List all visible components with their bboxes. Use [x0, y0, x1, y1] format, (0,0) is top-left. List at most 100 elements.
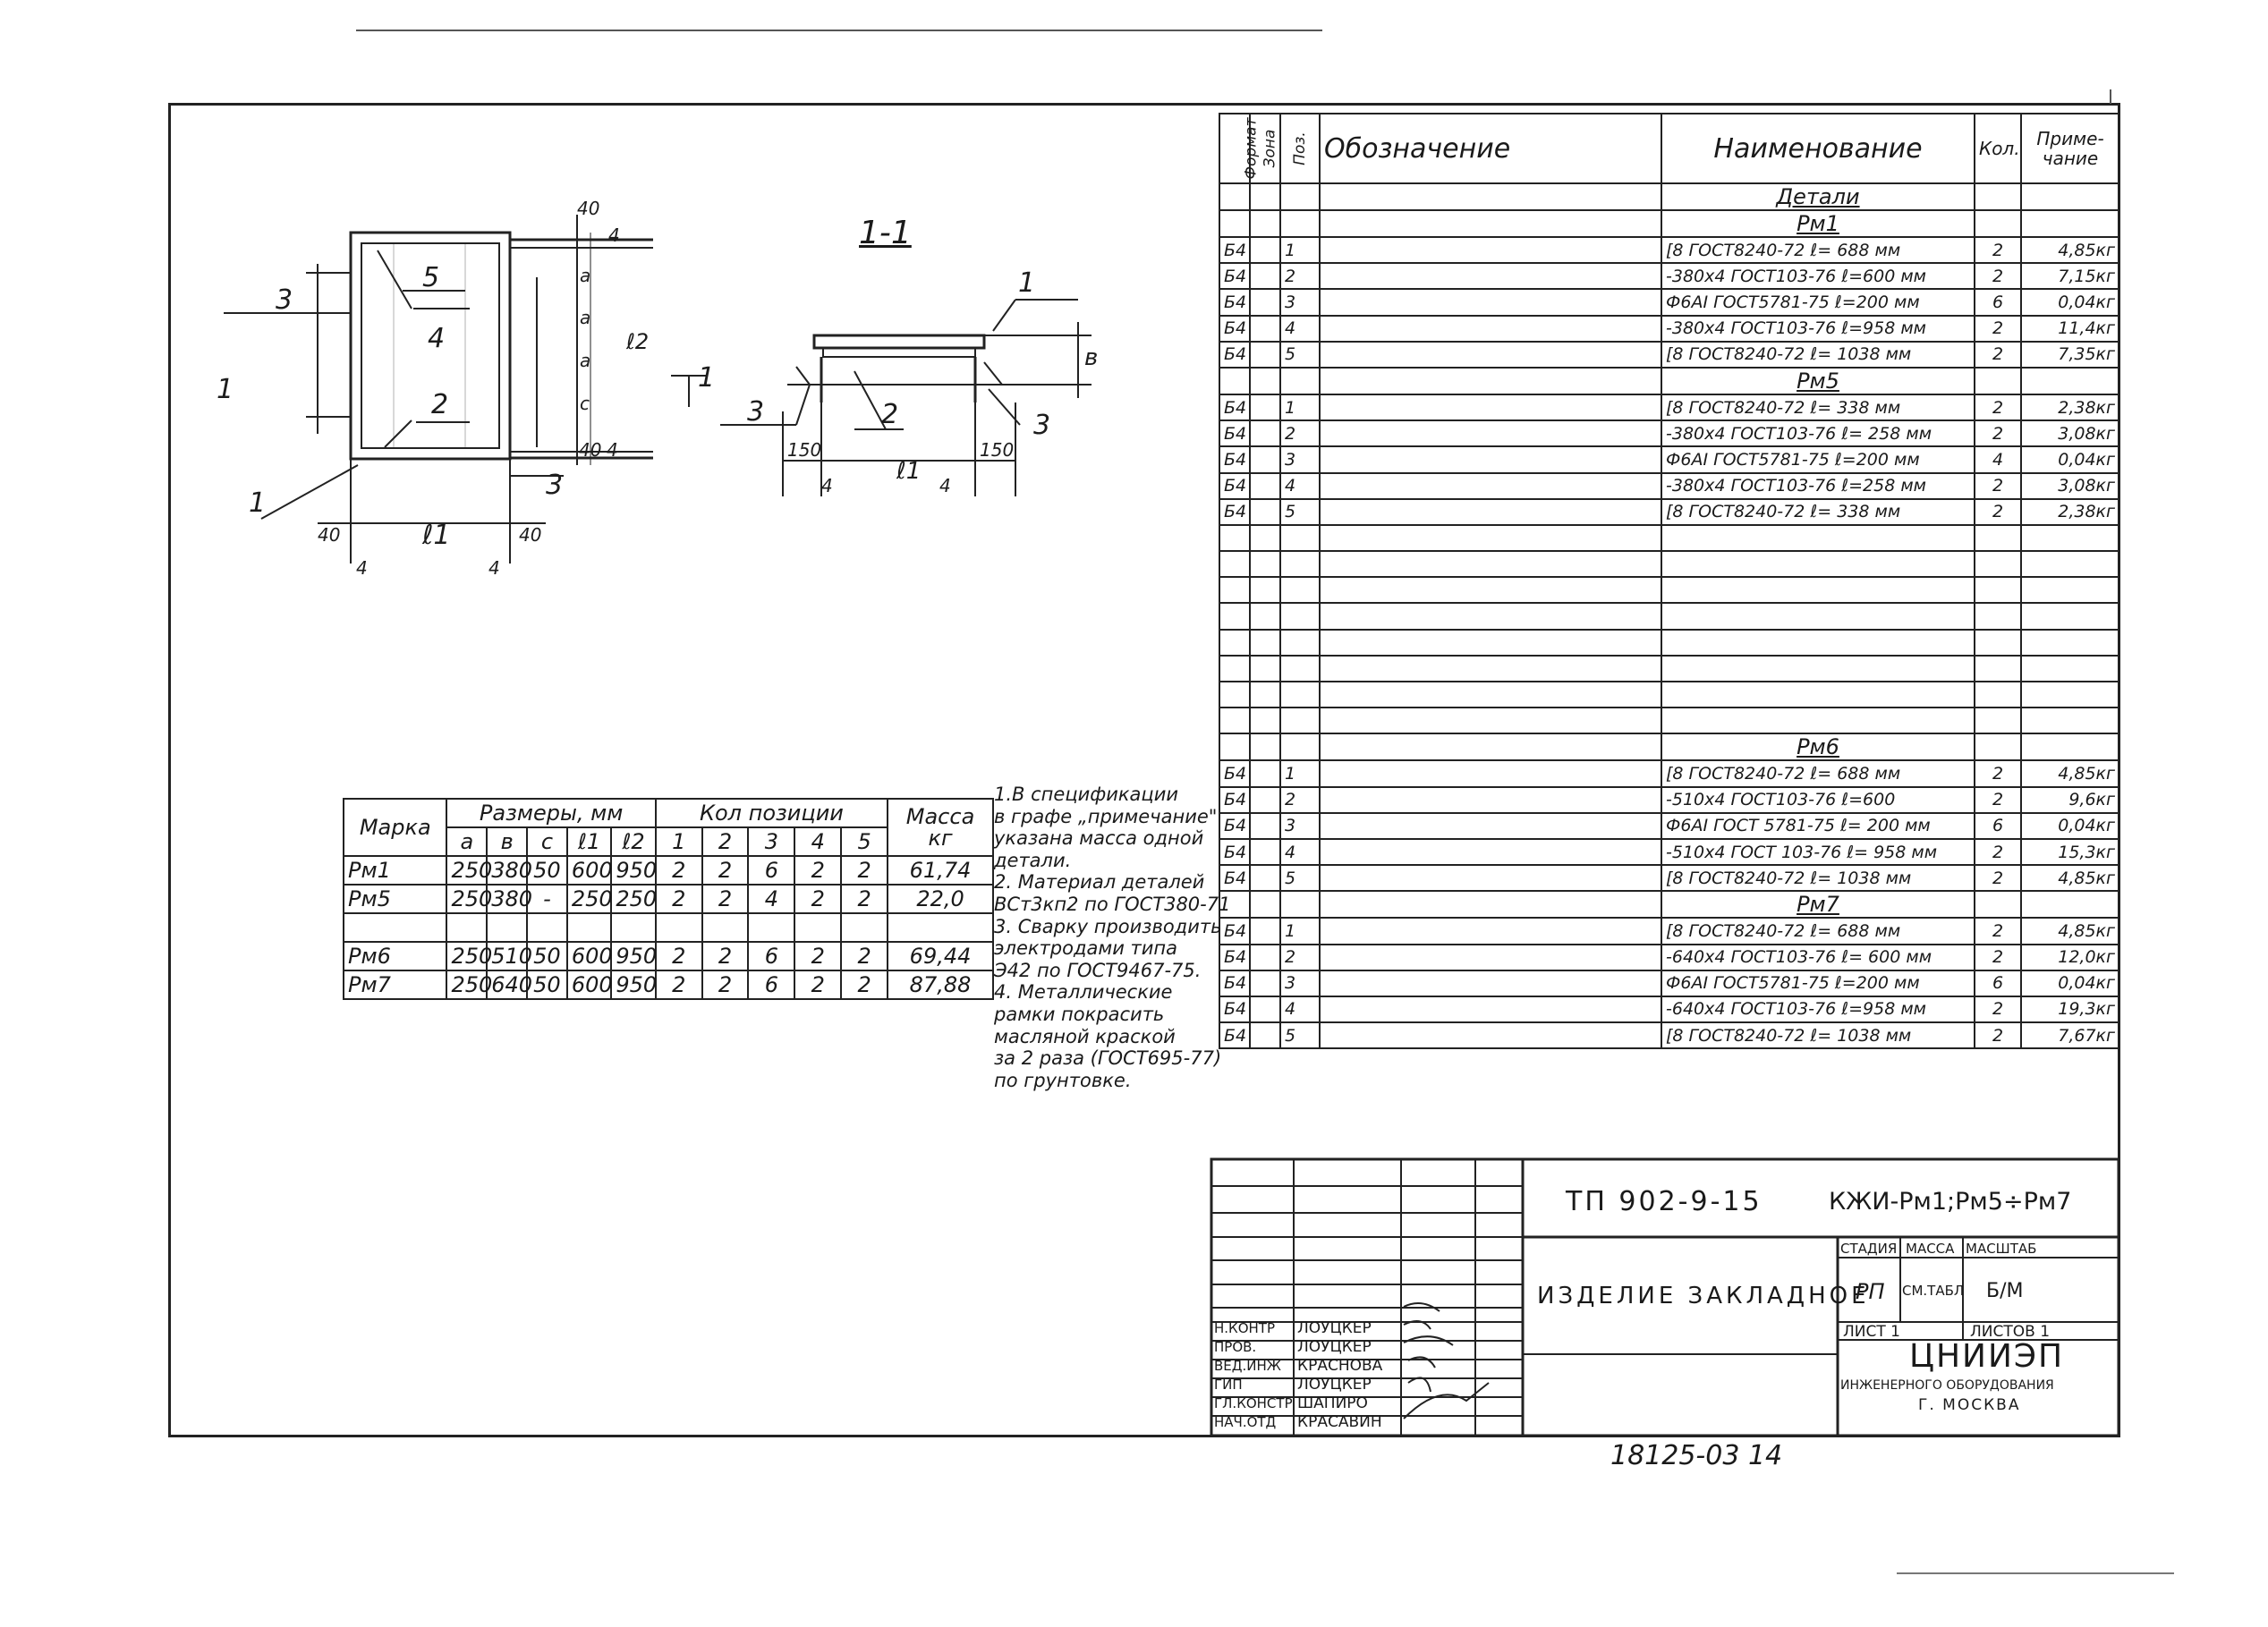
- frame-inner: [361, 242, 500, 449]
- spec-cell-name: [8 ГОСТ8240-72 ℓ= 688 мм: [1661, 759, 1975, 788]
- spec-cell-note: 4,85кг: [2020, 864, 2120, 893]
- spec-cell-qty: 2: [1974, 235, 2022, 265]
- marks-cell-p2: 2: [701, 884, 750, 914]
- spec-cell-name: [8 ГОСТ8240-72 ℓ= 1038 мм: [1661, 864, 1975, 893]
- org-city: Г. МОСКВА: [1918, 1396, 2021, 1414]
- spec-cell-zone: [1249, 497, 1281, 526]
- spec-cell-pos: 1: [1279, 917, 1321, 945]
- spec-cell-name: -380х4 ГОСТ103-76 ℓ= 258 мм: [1661, 419, 1975, 448]
- spec-cell-zone: [1249, 419, 1281, 448]
- signer-role: НАЧ.ОТД: [1214, 1414, 1277, 1430]
- spec-cell-pos: 3: [1279, 445, 1321, 474]
- spec-cell-pos: [1279, 680, 1321, 709]
- spec-cell-pos: 3: [1279, 288, 1321, 317]
- spec-cell-format: Б4: [1219, 864, 1251, 893]
- spec-cell-note: 19,3кг: [2020, 995, 2120, 1024]
- spec-h-note: Приме-чание: [2020, 113, 2120, 184]
- spec-cell-format: [1219, 707, 1251, 735]
- spec-cell-format: Б4: [1219, 314, 1251, 343]
- spec-cell-qty: 6: [1974, 288, 2022, 317]
- spec-cell-designation: [1319, 837, 1662, 867]
- spec-cell-note: [2020, 523, 2120, 553]
- marks-cell-p1: 2: [654, 855, 703, 886]
- spec-cell-designation: [1319, 995, 1662, 1024]
- marks-cell-mark: Рм6: [342, 941, 448, 971]
- spec-cell-name: [8 ГОСТ8240-72 ℓ= 1038 мм: [1661, 1021, 1975, 1050]
- spec-cell-pos: [1279, 182, 1321, 211]
- scale-value: Б/М: [1986, 1280, 2024, 1302]
- spec-row: [1219, 680, 2120, 709]
- marks-sub-p2: 2: [701, 826, 750, 857]
- sec-pos-3b: 3: [1033, 410, 1050, 441]
- spec-cell-designation: [1319, 759, 1662, 788]
- frame-outer: [349, 231, 512, 461]
- marks-cell-p4: 2: [794, 941, 843, 971]
- spec-cell-designation: [1319, 393, 1662, 422]
- sheet-number: ЛИСТ 1: [1843, 1323, 1900, 1341]
- spec-cell-pos: [1279, 602, 1321, 631]
- spec-cell-pos: 2: [1279, 419, 1321, 448]
- dim-4-d: 4: [607, 439, 618, 461]
- section-mark-left: 1: [217, 374, 234, 405]
- dim-a-2: a: [580, 307, 590, 328]
- spec-cell-designation: [1319, 314, 1662, 343]
- spec-cell-format: Б4: [1219, 995, 1251, 1024]
- marks-sub-p1: 1: [654, 826, 703, 857]
- mass-value: СМ.ТАБЛ: [1902, 1283, 1965, 1299]
- marks-cell-p5: [840, 912, 889, 943]
- section-channel-top: [812, 334, 986, 350]
- spec-cell-qty: [1974, 680, 2022, 709]
- marks-cell-mark: Рм7: [342, 970, 448, 1000]
- spec-row: Рм5: [1219, 366, 2120, 395]
- marks-cell-p3: 6: [747, 855, 796, 886]
- marks-cell-b: 510: [486, 941, 532, 971]
- scan-mark: [2110, 89, 2111, 104]
- spec-h-designation: Обозначение: [1319, 113, 1662, 184]
- note-line: 3. Сварку производить: [994, 915, 1222, 937]
- dim-40-d: 40: [579, 439, 601, 461]
- spec-cell-format: [1219, 680, 1251, 709]
- spec-cell-name: [1661, 550, 1975, 579]
- sec-pos-2: 2: [881, 399, 898, 430]
- marks-cell-p5: 2: [840, 941, 889, 971]
- scan-mark: [1897, 1572, 2174, 1574]
- marks-sub-l2: ℓ2: [610, 826, 657, 857]
- stage-header: СТАДИЯ: [1840, 1241, 1898, 1257]
- spec-cell-qty: [1974, 209, 2022, 238]
- spec-cell-note: [2020, 550, 2120, 579]
- specification-table: Формат Зона Поз. Обозначение Наименовани…: [1219, 113, 2120, 1050]
- spec-cell-zone: [1249, 995, 1281, 1024]
- marks-header-row: Марка Размеры, мм Кол позиции Масса кг: [342, 798, 994, 857]
- spec-cell-qty: 6: [1974, 811, 2022, 840]
- doc-code: ТП 902-9-15: [1566, 1186, 1763, 1217]
- pos-label-2: 2: [431, 389, 448, 420]
- spec-cell-qty: [1974, 654, 2022, 683]
- spec-cell-zone: [1249, 393, 1281, 422]
- marks-cell-p4: [794, 912, 843, 943]
- marks-cell-mark: Рм1: [342, 855, 448, 886]
- spec-cell-note: 7,15кг: [2020, 262, 2120, 291]
- note-line: в графе „примечание": [994, 805, 1218, 827]
- note-line: масляной краской: [994, 1025, 1176, 1047]
- spec-cell-zone: [1249, 262, 1281, 291]
- spec-cell-pos: 5: [1279, 1021, 1321, 1050]
- marks-cell-b: 640: [486, 970, 532, 1000]
- marks-cell-p2: [701, 912, 750, 943]
- marks-cell-mass: 87,88: [887, 970, 994, 1000]
- spec-cell-format: Б4: [1219, 917, 1251, 945]
- spec-cell-name: Ф6АI ГОСТ5781-75 ℓ=200 мм: [1661, 445, 1975, 474]
- spec-cell-format: Б4: [1219, 969, 1251, 997]
- spec-cell-name: -380х4 ГОСТ103-76 ℓ=258 мм: [1661, 471, 1975, 500]
- marks-cell-l2: 950: [610, 941, 657, 971]
- marks-cell-l1: 600: [565, 970, 613, 1000]
- spec-cell-designation: [1319, 654, 1662, 683]
- spec-cell-format: [1219, 366, 1251, 395]
- spec-cell-pos: 4: [1279, 314, 1321, 343]
- marks-cell-c: 50: [526, 970, 568, 1000]
- spec-cell-qty: 2: [1974, 419, 2022, 448]
- marks-cell-p1: 2: [654, 970, 703, 1000]
- sec-pos-3a: 3: [747, 396, 764, 428]
- spec-row: Рм1: [1219, 209, 2120, 238]
